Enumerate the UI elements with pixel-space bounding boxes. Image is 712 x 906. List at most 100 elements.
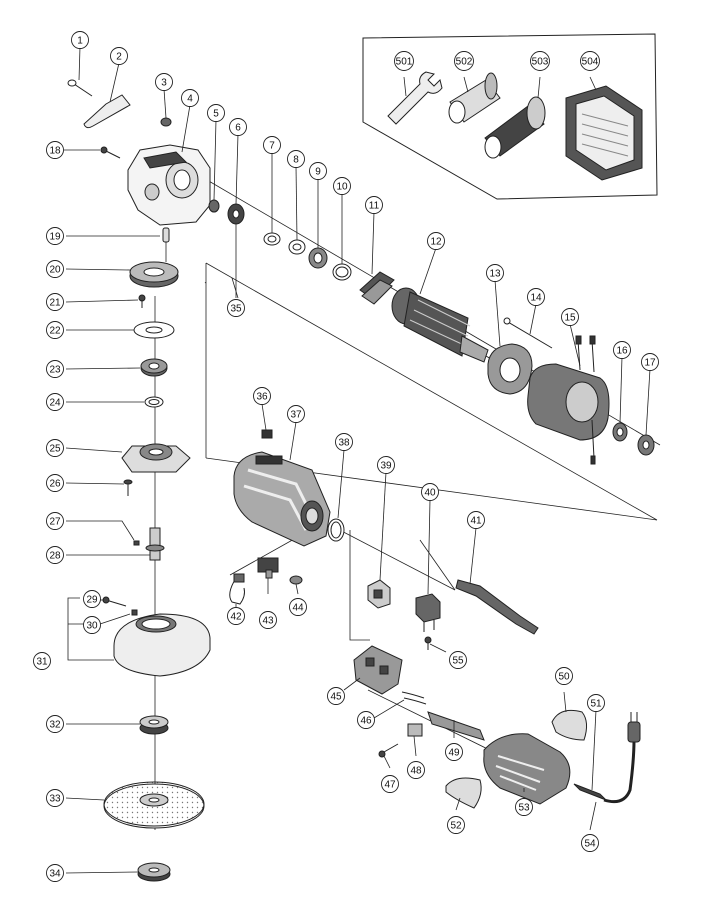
part-51-cord-bushing xyxy=(573,783,607,801)
callout-43: 43 xyxy=(259,611,277,629)
callout-circle xyxy=(357,711,375,729)
callout-20: 20 xyxy=(46,260,64,278)
callout-label: 8 xyxy=(293,155,299,166)
callout-label: 50 xyxy=(558,672,570,683)
callout-circle xyxy=(83,616,101,634)
part-22-plate xyxy=(133,321,175,339)
callout-circle xyxy=(527,288,545,306)
callout-circle xyxy=(83,590,101,608)
callout-circle xyxy=(555,667,573,685)
part-13-fan-baffle xyxy=(487,343,533,395)
callout-47: 47 xyxy=(381,775,399,793)
callout-circle xyxy=(46,393,64,411)
callout-label: 21 xyxy=(49,298,61,309)
callout-label: 15 xyxy=(564,313,576,324)
part-12-armature xyxy=(391,287,497,363)
callout-15: 15 xyxy=(561,308,579,326)
part-41-slide-bar xyxy=(455,579,539,635)
callout-label: 37 xyxy=(290,410,302,421)
part-28-spindle xyxy=(145,527,165,561)
callout-24: 24 xyxy=(46,393,64,411)
callout-16: 16 xyxy=(613,341,631,359)
callout-label: 17 xyxy=(644,358,656,369)
part-4-gear-cover xyxy=(127,144,211,226)
part-46-wires xyxy=(401,691,427,705)
callout-53: 53 xyxy=(515,798,533,816)
part-32-wheel-washer xyxy=(139,715,169,735)
callout-label: 39 xyxy=(380,461,392,472)
callout-label: 28 xyxy=(49,551,61,562)
part-30-nut xyxy=(131,609,138,616)
part-45-terminal-block xyxy=(353,645,403,695)
part-501-wrench xyxy=(387,71,443,125)
callout-37: 37 xyxy=(287,405,305,423)
part-43-brush-cap xyxy=(257,557,279,579)
part-23-bearing xyxy=(140,358,168,377)
leader-lines xyxy=(64,46,651,874)
callout-label: 25 xyxy=(49,444,61,455)
callout-circle xyxy=(515,798,533,816)
part-50-cover xyxy=(551,709,588,741)
callout-label: 49 xyxy=(448,748,460,759)
callout-label: 22 xyxy=(49,326,61,337)
callout-39: 39 xyxy=(377,456,395,474)
callout-label: 501 xyxy=(396,57,413,68)
callout-45: 45 xyxy=(327,687,345,705)
callout-label: 24 xyxy=(49,398,61,409)
callout-label: 43 xyxy=(262,616,274,627)
callout-5: 5 xyxy=(207,104,225,122)
part-29-screw xyxy=(102,596,127,607)
part-48-cord-clip xyxy=(407,723,423,737)
callout-9: 9 xyxy=(309,162,327,180)
callout-17: 17 xyxy=(641,353,659,371)
part-8-washer xyxy=(288,239,306,255)
callout-circle xyxy=(46,141,64,159)
callout-circle xyxy=(287,405,305,423)
callout-label: 46 xyxy=(360,716,372,727)
part-39-brush-holder xyxy=(367,579,391,609)
callout-circle xyxy=(641,353,659,371)
part-17-bearing xyxy=(637,434,655,456)
callout-label: 32 xyxy=(49,720,61,731)
callout-label: 41 xyxy=(470,516,482,527)
callout-label: 55 xyxy=(452,656,464,667)
callout-circle xyxy=(46,321,64,339)
callout-circle xyxy=(335,433,353,451)
callout-36: 36 xyxy=(253,387,271,405)
callout-label: 9 xyxy=(315,167,321,178)
callout-label: 2 xyxy=(116,52,122,63)
part-33-depressed-center-wheel xyxy=(103,781,205,829)
callout-circle xyxy=(46,439,64,457)
callout-49: 49 xyxy=(445,743,463,761)
callout-54: 54 xyxy=(581,834,599,852)
callout-label: 502 xyxy=(456,57,473,68)
part-10-ring xyxy=(332,263,352,281)
callout-circle xyxy=(259,611,277,629)
part-37-housing xyxy=(233,451,331,547)
callout-label: 5 xyxy=(213,109,219,120)
part-2-plate xyxy=(83,94,131,129)
callout-circle xyxy=(227,299,245,317)
part-6-pinion-gear xyxy=(227,203,245,225)
callout-503: 503 xyxy=(530,51,550,71)
part-7-washer xyxy=(263,232,281,246)
part-11-bracket xyxy=(359,271,395,305)
callout-circle xyxy=(46,474,64,492)
part-36-spring xyxy=(261,429,273,439)
part-40-switch xyxy=(415,593,441,632)
callout-13: 13 xyxy=(486,264,504,282)
callout-41: 41 xyxy=(467,511,485,529)
callout-circle xyxy=(46,715,64,733)
callout-label: 48 xyxy=(410,766,422,777)
callout-label: 54 xyxy=(584,839,596,850)
part-55-screw xyxy=(424,636,432,650)
callout-25: 25 xyxy=(46,439,64,457)
callout-7: 7 xyxy=(263,136,281,154)
callout-circle xyxy=(421,483,439,501)
callout-28: 28 xyxy=(46,546,64,564)
callout-label: 16 xyxy=(616,346,628,357)
callout-label: 10 xyxy=(336,182,348,193)
callout-circle xyxy=(530,51,550,71)
callout-circle xyxy=(253,387,271,405)
